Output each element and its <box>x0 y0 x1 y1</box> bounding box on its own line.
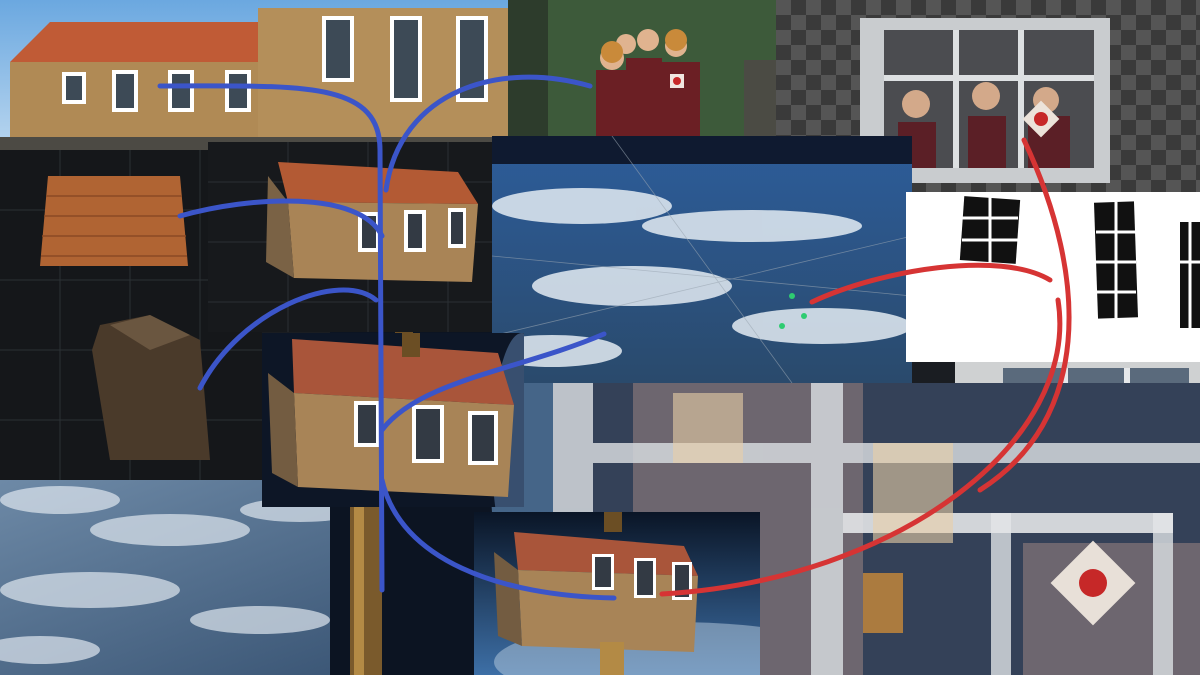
building-in-space-panel <box>262 333 524 507</box>
window-mask-matte-panel <box>906 192 1200 362</box>
green-screen-children-panel <box>508 0 776 136</box>
earth-clouds-3d-tracking-panel <box>492 136 912 383</box>
building-3d-model-panel <box>208 142 512 332</box>
building-in-space-render-panel <box>474 512 760 675</box>
school-building-photo-panel <box>0 0 508 150</box>
